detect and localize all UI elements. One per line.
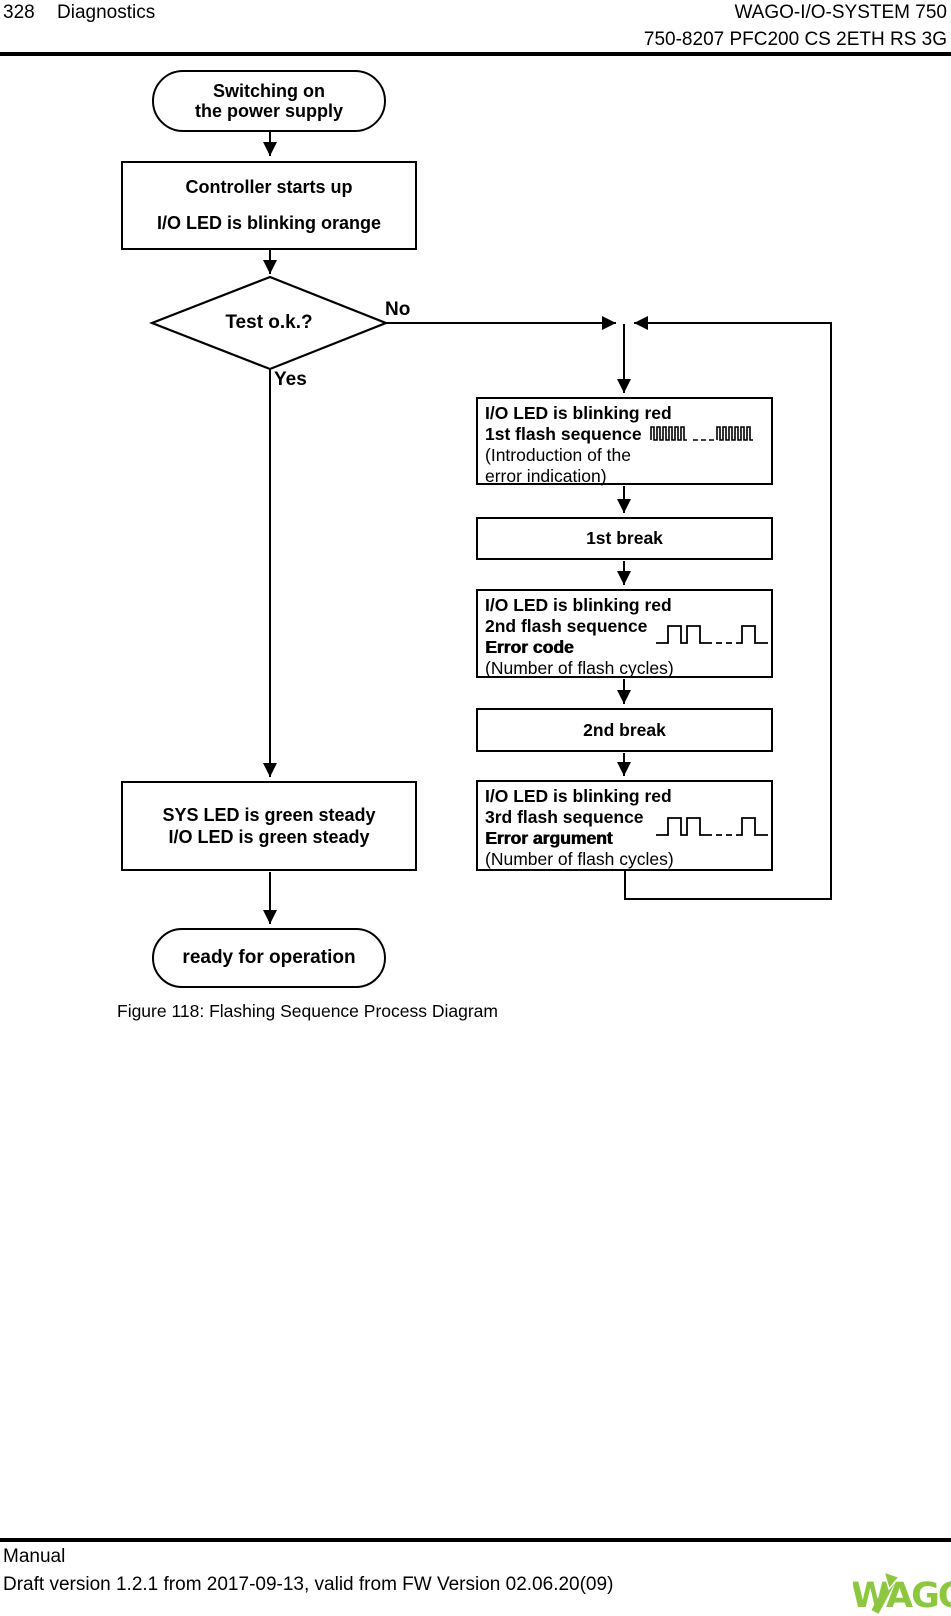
flash3-line3: Error argument: [485, 828, 613, 848]
feedback-loop-line: [624, 316, 832, 900]
flash2-box: I/O LED is blinking red 2nd flash sequen…: [476, 589, 773, 678]
success-line2: I/O LED is green steady: [168, 826, 370, 847]
header-product-line1: WAGO-I/O-SYSTEM 750: [734, 2, 947, 23]
slow-blink-waveform-icon: [656, 625, 768, 644]
footer-rule: [0, 1538, 951, 1542]
flash1-line1: I/O LED is blinking red: [485, 403, 672, 423]
end-terminator: ready for operation: [152, 928, 386, 988]
fast-blink-waveform-icon: [650, 426, 754, 441]
end-label: ready for operation: [182, 947, 356, 968]
wago-logo: WAGO: [853, 1569, 951, 1615]
controller-startup-box: Controller starts up I/O LED is blinking…: [121, 161, 417, 250]
controller-line1: Controller starts up: [185, 177, 353, 197]
page-number: 328: [3, 2, 35, 23]
wago-logo-icon: WAGO: [853, 1570, 951, 1615]
section-title: Diagnostics: [57, 2, 156, 23]
start-terminator: Switching on the power supply: [152, 70, 386, 132]
success-box: SYS LED is green steady I/O LED is green…: [121, 781, 417, 871]
start-line2: the power supply: [194, 101, 344, 121]
decision-no-label: No: [385, 299, 411, 320]
break1-box: 1st break: [476, 517, 773, 560]
wago-logo-arrow: [871, 1570, 901, 1614]
footer-version-line: Draft version 1.2.1 from 2017-09-13, val…: [3, 1574, 614, 1595]
flash2-line4: (Number of flash cycles): [485, 658, 674, 678]
flash1-box: I/O LED is blinking red 1st flash sequen…: [476, 397, 773, 486]
flash3-box: I/O LED is blinking red 3rd flash sequen…: [476, 780, 773, 871]
flash2-line1: I/O LED is blinking red: [485, 595, 672, 615]
wago-logo-text: WAGO: [853, 1576, 951, 1615]
decision-label: Test o.k.?: [225, 312, 313, 333]
decision-diamond: [148, 275, 389, 371]
flash1-line3: (Introduction of the: [485, 445, 631, 465]
flash2-line3: Error code: [485, 637, 574, 657]
flash1-line2: 1st flash sequence: [485, 424, 642, 444]
decision-yes-label: Yes: [274, 369, 307, 390]
slow-blink-waveform-icon: [656, 817, 768, 836]
header-rule: [0, 52, 951, 56]
break2-box: 2nd break: [476, 708, 773, 752]
footer-doc-type: Manual: [3, 1546, 66, 1567]
flash3-line2: 3rd flash sequence: [485, 807, 644, 827]
flash3-line1: I/O LED is blinking red: [485, 786, 672, 806]
controller-line2: I/O LED is blinking orange: [156, 213, 382, 233]
flash2-line2: 2nd flash sequence: [485, 616, 648, 636]
success-line1: SYS LED is green steady: [162, 804, 376, 825]
figure-caption: Figure 118: Flashing Sequence Process Di…: [117, 1001, 498, 1021]
break2-label: 2nd break: [583, 719, 666, 740]
flash1-line4: error indication): [485, 466, 607, 486]
break1-label: 1st break: [586, 528, 663, 548]
flash3-line4: (Number of flash cycles): [485, 849, 674, 869]
header-product-line2: 750-8207 PFC200 CS 2ETH RS 3G: [643, 29, 947, 50]
start-line1: Switching on: [213, 81, 325, 101]
